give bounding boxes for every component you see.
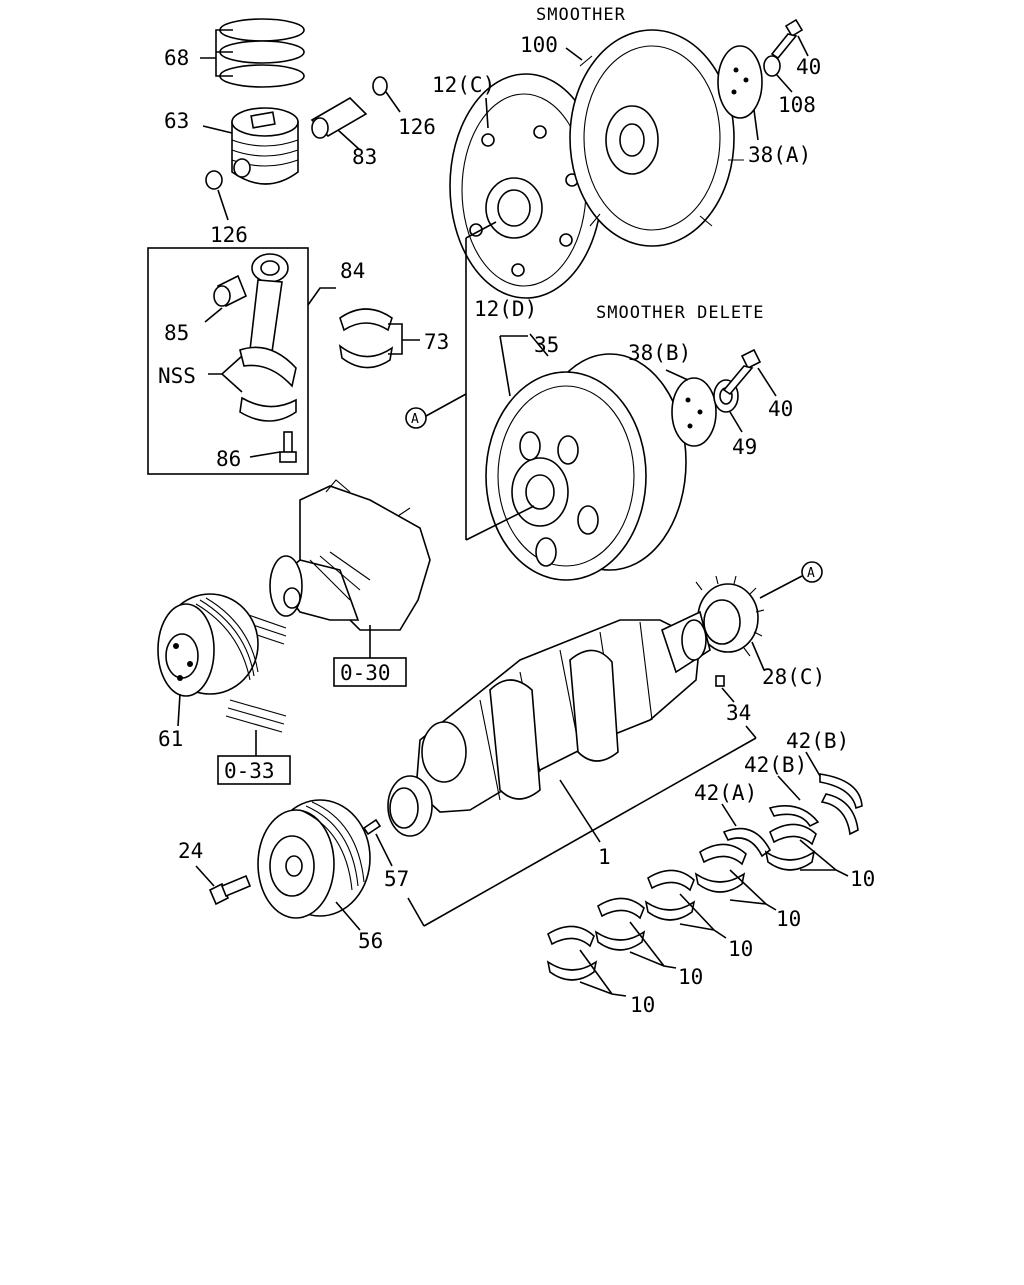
ref-0-33: 0-33	[224, 759, 275, 783]
flywheel-12d	[485, 353, 687, 581]
ref-box-0-33	[217, 755, 291, 785]
callout-126-lower: 126	[210, 223, 248, 247]
callout-38b: 38(B)	[628, 341, 691, 365]
snap-ring-upper	[372, 76, 388, 96]
callout-12c: 12(C)	[432, 73, 495, 97]
piston-rings	[219, 18, 305, 88]
callout-86: 86	[216, 447, 241, 471]
callout-nss: NSS	[158, 364, 196, 388]
small-end-bushing	[213, 274, 248, 308]
crankshaft-pulley	[257, 799, 371, 919]
ref-0-30: 0-30	[340, 661, 391, 685]
callout-84: 84	[340, 259, 365, 283]
main-bearings	[546, 823, 817, 981]
callout-56: 56	[358, 929, 383, 953]
callout-49: 49	[732, 435, 757, 459]
plate-38b	[671, 377, 717, 447]
crank-key-34	[715, 675, 725, 687]
snap-ring-lower	[205, 170, 223, 190]
water-pump-pulley	[157, 593, 259, 697]
marker-a-right: A	[807, 566, 815, 581]
marker-a-left: A	[411, 412, 419, 427]
callout-1: 1	[598, 845, 611, 869]
piston	[231, 107, 299, 185]
thrust-washer-42b-upper	[819, 773, 863, 836]
callout-35: 35	[534, 333, 559, 357]
con-rod-bolt	[279, 431, 297, 463]
callout-34: 34	[726, 701, 751, 725]
callout-108: 108	[778, 93, 816, 117]
callout-40-lower: 40	[768, 397, 793, 421]
header-smoother: SMOOTHER	[536, 5, 626, 25]
connecting-rod-box	[147, 247, 309, 475]
callout-85: 85	[164, 321, 189, 345]
callout-73: 73	[424, 330, 449, 354]
timing-gear	[695, 575, 765, 657]
piston-pin	[310, 96, 368, 139]
callout-24: 24	[178, 839, 203, 863]
callout-42a: 42(A)	[694, 781, 757, 805]
bolt-24	[208, 874, 252, 906]
callout-10-2: 10	[776, 907, 801, 931]
rod-bearing	[338, 308, 394, 369]
callout-10-4: 10	[678, 965, 703, 989]
callout-40-upper: 40	[796, 55, 821, 79]
callout-10-3: 10	[728, 937, 753, 961]
callout-100: 100	[520, 33, 558, 57]
callout-38a: 38(A)	[748, 143, 811, 167]
callout-61: 61	[158, 727, 183, 751]
callout-10-5: 10	[630, 993, 655, 1017]
bolt-40-lower	[722, 348, 762, 396]
ref-box-0-30	[333, 657, 407, 687]
pin-57	[362, 818, 382, 836]
water-pump	[269, 479, 431, 631]
callout-28c: 28(C)	[762, 665, 825, 689]
header-smoother-delete: SMOOTHER DELETE	[596, 303, 765, 323]
washer-108	[763, 55, 781, 77]
callout-126-upper: 126	[398, 115, 436, 139]
callout-42b-upper: 42(B)	[786, 729, 849, 753]
crankshaft	[387, 610, 711, 837]
thrust-washer-42b-lower	[768, 805, 820, 828]
plate-38a	[717, 45, 763, 119]
thrust-washer-42a	[722, 827, 772, 858]
smoother-flywheel	[569, 29, 744, 247]
bolt-40-upper	[770, 18, 804, 60]
callout-63: 63	[164, 109, 189, 133]
callout-57: 57	[384, 867, 409, 891]
callout-12d: 12(D)	[474, 297, 537, 321]
connecting-rod	[239, 253, 297, 422]
callout-68: 68	[164, 46, 189, 70]
callout-42b-lower: 42(B)	[744, 753, 807, 777]
callout-10-1: 10	[850, 867, 875, 891]
callout-83: 83	[352, 145, 377, 169]
